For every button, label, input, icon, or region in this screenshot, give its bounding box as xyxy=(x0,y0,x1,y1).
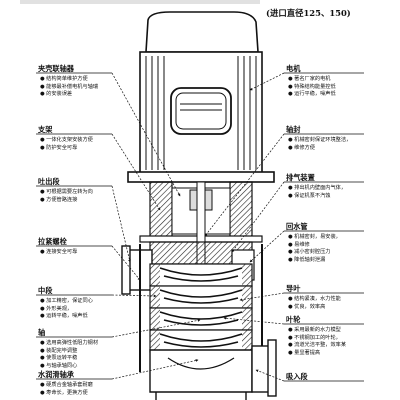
label-note-line: ● 能够最补偿电机与轴瑞 xyxy=(40,83,99,90)
label-diffuser-notes: ● 结构紧凑，水力性能● 优良，效率高 xyxy=(288,296,341,311)
label-note-line: ● 优良，效率高 xyxy=(288,303,326,310)
label-vent-notes: ● 排出机内壁面内气体，● 保证机泵不汽蚀 xyxy=(288,185,346,200)
leader-line xyxy=(255,369,285,382)
label-bracket-notes: ● 一体化支架安装方便● 防护安全可靠 xyxy=(40,137,93,152)
leader-line xyxy=(111,133,161,211)
label-seal-notes: ● 机械密封保证环境整洁，● 维修方便 xyxy=(288,137,351,152)
label-motor-title: 电机 xyxy=(286,64,301,73)
label-note-line: ● 减小密封腔压力 xyxy=(288,249,331,256)
label-note-line: ● 排出机内壁面内气体， xyxy=(288,185,347,191)
label-shaft-title: 轴 xyxy=(38,328,46,337)
pump-stage xyxy=(149,329,253,353)
header-rule xyxy=(20,0,260,4)
label-coupling-title: 夹壳联轴器 xyxy=(38,64,74,73)
inlet-section xyxy=(149,339,277,400)
label-impeller-notes: ● 采用最新的水力模型● 不锈钢加工的叶轮，● 流道光洁平整，效率某● 量显著提… xyxy=(288,327,346,357)
motor-body xyxy=(127,51,275,183)
label-inlet-title: 吸入段 xyxy=(286,372,308,381)
leader-line xyxy=(249,230,285,263)
label-bearing-notes: ● 硬质合金轴承套耐磨● 寿命长，更换方便 xyxy=(40,382,93,397)
label-note-line: ● 降低轴封泄漏 xyxy=(288,256,326,263)
label-note-line: ● 保证机泵不汽蚀 xyxy=(288,192,331,199)
label-note-line: ● 选用高弹性低阻力钢材 xyxy=(40,340,99,346)
label-returnpipe-notes: ● 机械密封，易安装，● 易维修● 减小密封腔压力● 降低轴封泄漏 xyxy=(288,234,341,264)
label-outlet-title: 吐出段 xyxy=(38,177,60,186)
header-note: (进口直径125、150) xyxy=(266,8,351,18)
leader-line xyxy=(223,316,285,325)
label-note-line: ● 加工精密，保证同心 xyxy=(40,298,93,304)
motor-top-cap xyxy=(145,11,259,53)
label-note-line: ● 著名厂家的电机 xyxy=(288,76,331,82)
label-note-line: ● 结构简单维护方便 xyxy=(40,76,88,82)
label-note-line: ● 的安装误差 xyxy=(40,91,73,98)
leader-line xyxy=(111,319,201,338)
label-middle-title: 中段 xyxy=(38,286,53,295)
label-diffuser-title: 导叶 xyxy=(286,284,301,293)
label-note-line: ● 机械密封，易安装， xyxy=(288,234,341,240)
pump-stages xyxy=(149,263,253,353)
label-tiebolt-title: 拉紧螺栓 xyxy=(38,237,67,246)
label-note-line: ● 流道光洁平整，效率某 xyxy=(288,342,347,349)
label-note-line: ● 运行平稳，噪声低 xyxy=(288,91,336,98)
leader-line xyxy=(111,359,199,380)
label-shaft-notes: ● 选用高弹性低阻力钢材● 装配完毕调整● 使泵运转平稳● 与轴承轴同心 xyxy=(40,340,98,370)
leader-line xyxy=(239,292,285,302)
leader-line xyxy=(204,133,285,237)
label-note-line: ● 采用最新的水力模型 xyxy=(288,327,341,333)
label-bearing-title: 水润滑轴承 xyxy=(38,370,74,379)
leader-line xyxy=(111,294,157,298)
label-returnpipe-title: 回水管 xyxy=(286,222,308,231)
leader-line xyxy=(111,245,141,281)
label-coupling-notes: ● 结构简单维护方便● 能够最补偿电机与轴瑞● 的安装误差 xyxy=(40,76,98,99)
label-note-line: ● 易维修 xyxy=(288,241,310,248)
label-seal-title: 轴封 xyxy=(286,125,301,134)
label-middle-notes: ● 加工精密，保证同心● 外形美观，● 运转平稳，噪声低 xyxy=(40,298,93,321)
pump-stage xyxy=(149,285,253,309)
label-note-line: ● 装配完毕调整 xyxy=(40,347,78,354)
label-note-line: ● 运转平稳，噪声低 xyxy=(40,313,88,320)
label-outlet-notes: ● 可根据需要左转为向● 方便管路连接 xyxy=(40,189,93,204)
label-note-line: ● 防护安全可靠 xyxy=(40,144,78,151)
label-note-line: ● 使泵运转平稳 xyxy=(40,355,78,362)
label-note-line: ● 外形美观， xyxy=(40,305,73,312)
label-note-line: ● 一体化支架安装方便 xyxy=(40,137,93,143)
label-note-line: ● 方便管路连接 xyxy=(40,196,78,203)
label-tiebolt-notes: ● 连接安全可靠 xyxy=(40,249,77,257)
label-note-line: ● 连接安全可靠 xyxy=(40,249,78,255)
label-note-line: ● 与轴承轴同心 xyxy=(40,362,78,369)
label-note-line: ● 硬质合金轴承套耐磨 xyxy=(40,382,93,388)
leader-line xyxy=(111,185,131,263)
label-vent-title: 排气装置 xyxy=(286,173,315,182)
leader-line xyxy=(111,72,181,197)
pump-stage xyxy=(149,263,253,287)
label-note-line: ● 结构紧凑，水力性能 xyxy=(288,296,341,302)
label-note-line: ● 寿命长，更换方便 xyxy=(40,389,88,396)
label-note-line: ● 特殊结构能量控低 xyxy=(288,83,336,90)
label-motor-notes: ● 著名厂家的电机● 特殊结构能量控低● 运行平稳，噪声低 xyxy=(288,76,336,99)
leader-line xyxy=(231,181,285,253)
label-note-line: ● 不锈钢加工的叶轮， xyxy=(288,334,341,341)
label-note-line: ● 可根据需要左转为向 xyxy=(40,189,93,195)
leader-line xyxy=(249,72,285,91)
label-note-line: ● 机械密封保证环境整洁， xyxy=(288,137,352,143)
label-impeller-title: 叶轮 xyxy=(286,315,301,324)
label-note-line: ● 量显著提高 xyxy=(288,349,321,356)
label-note-line: ● 维修方便 xyxy=(288,144,315,151)
label-bracket-title: 支架 xyxy=(38,125,53,134)
